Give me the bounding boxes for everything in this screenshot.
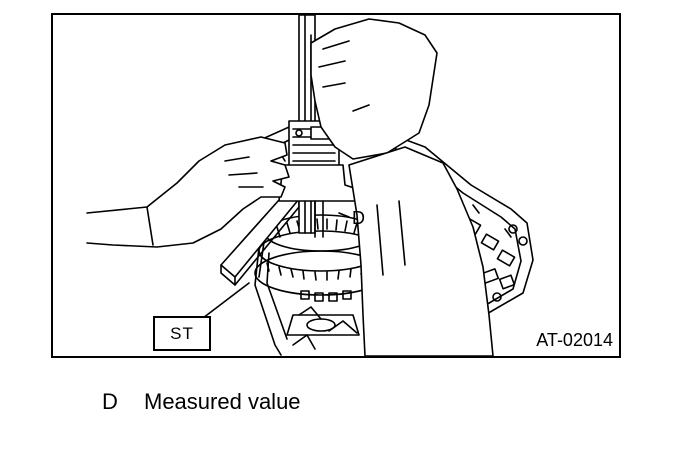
figure-code: AT-02014 [536, 330, 613, 350]
special-tool-label: ST [153, 316, 211, 351]
callout-d-leader [338, 212, 350, 218]
technical-illustration [86, 15, 534, 356]
callout-d-label: D [352, 208, 365, 228]
right-hand [310, 18, 494, 356]
figure-frame: D ST AT-02014 [51, 13, 621, 358]
left-hand [86, 136, 290, 248]
legend-text: Measured value [144, 389, 301, 414]
legend: D Measured value [102, 389, 301, 415]
legend-key: D [102, 389, 118, 414]
